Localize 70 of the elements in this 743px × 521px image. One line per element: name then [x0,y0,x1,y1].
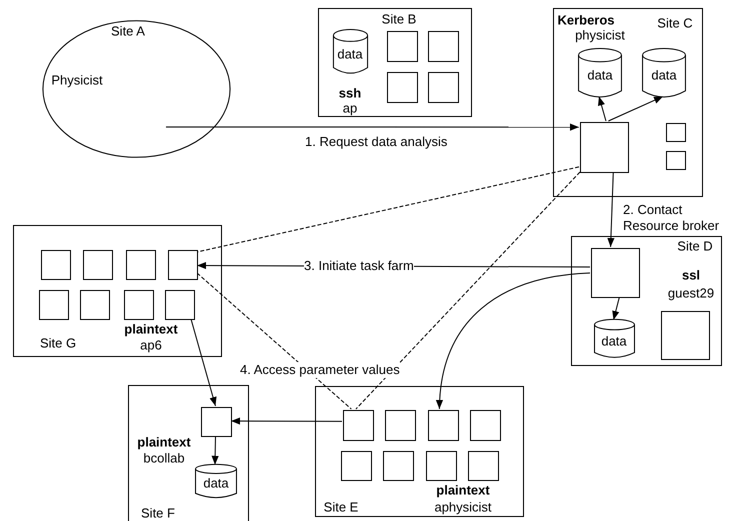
host-box [39,290,69,320]
host-box [383,451,414,481]
step-label: 4. Access parameter values [240,362,400,378]
site-label: Site D [677,238,713,254]
storage-label: data [337,46,363,62]
site-box [553,8,703,197]
host-box [468,451,499,481]
site-label: Site G [40,336,76,350]
site-box [315,386,524,517]
arrow [190,318,217,406]
arrow [212,436,219,466]
user-label: physicist [575,28,625,42]
site-label: Site E [324,500,358,514]
user-label: ap [342,100,358,116]
host-box [470,410,501,441]
host-box [426,451,457,481]
protocol-label: ssh [338,86,362,100]
protocol-label: Kerberos [557,12,615,28]
host-box [387,72,418,103]
protocol-label: plaintext [137,434,191,450]
host-box [385,410,416,441]
host-box [661,311,710,360]
site-box [318,8,472,117]
storage-label: data [587,68,613,82]
person-label: Physicist [51,72,103,88]
user-label: bcollab [143,450,185,466]
host-box [428,410,459,441]
host-box [580,122,629,173]
arrow [436,272,590,410]
storage-label: data [601,334,627,348]
host-box [666,151,686,170]
arrow [612,296,620,320]
host-box [666,123,686,142]
arrow [608,96,664,122]
user-label: ap6 [140,338,162,352]
protocol-label: ssl [682,268,700,282]
arrow [607,172,614,248]
site-label: Site B [382,12,416,26]
site-box [13,225,222,357]
host-box [83,250,113,280]
host-box [126,250,156,280]
host-box [387,31,418,62]
storage-label: data [203,476,229,490]
site-label: Site A [111,24,145,38]
host-box [428,31,459,62]
host-box [41,250,71,280]
host-box [168,250,198,280]
site-box [128,385,249,521]
site-label: Site F [141,506,175,520]
protocol-label: plaintext [124,322,178,336]
host-box [201,407,232,437]
dashed-line [355,172,580,410]
host-box [165,290,195,320]
protocol-label: plaintext [436,482,490,498]
user-label: guest29 [668,286,714,300]
arrow [230,417,342,425]
site-box [571,236,722,366]
host-box [80,290,110,320]
user-label: aphysicist [434,500,492,514]
arrow [165,124,580,131]
dashed-line [196,272,352,410]
host-box [341,451,372,481]
host-box [428,72,459,103]
host-box [343,410,374,441]
site-label: Site C [657,16,693,30]
arrow [598,96,606,122]
host-box [591,248,640,298]
host-box [124,290,154,320]
edge-label: 1. Request data analysis [305,134,448,150]
storage-label: data [651,68,677,82]
